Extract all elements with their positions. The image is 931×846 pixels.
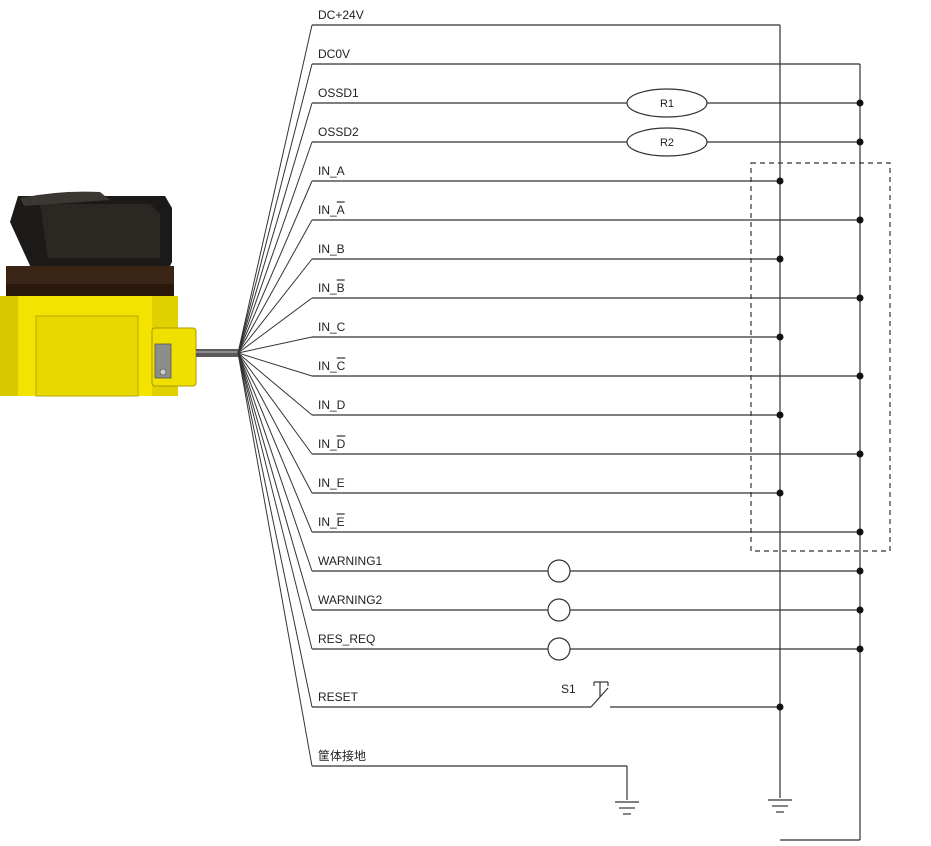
warning1-lamp bbox=[547, 559, 571, 583]
fan-wire-in-c bbox=[237, 336, 313, 354]
junction-dot-warning1 bbox=[856, 567, 864, 575]
resistor-r2: R2 bbox=[626, 127, 708, 157]
fan-wire-ossd2 bbox=[237, 141, 313, 354]
signal-label-warning1: WARNING1 bbox=[318, 554, 383, 568]
signal-labels: DC+24VDC0VOSSD1OSSD2IN_AIN_AIN_IN_BIN_BI… bbox=[318, 8, 383, 763]
fan-wire-dc0v bbox=[237, 63, 313, 354]
signal-label-measure: IN_ bbox=[318, 203, 337, 217]
junction-dot-reset bbox=[776, 703, 784, 711]
resistor-r1: R1 bbox=[626, 88, 708, 118]
fan-wire-in-b-inverted bbox=[237, 297, 313, 354]
r2-label: R2 bbox=[660, 137, 674, 149]
res-req-lamp bbox=[547, 637, 571, 661]
fan-wire-in-a-inverted bbox=[237, 219, 313, 354]
junction-dot-in-d-inverted bbox=[856, 450, 864, 458]
signal-label-in-d: IN_D bbox=[318, 398, 346, 412]
signal-label-in-c-inverted: IN_C bbox=[318, 359, 346, 373]
signal-label-in-e-inverted: IN_E bbox=[318, 515, 345, 529]
s1-label: S1 bbox=[561, 682, 576, 696]
signal-label-in-a-inverted: IN_A bbox=[318, 203, 345, 217]
signal-label-reset: RESET bbox=[318, 690, 359, 704]
junction-dot-in-b bbox=[776, 255, 784, 263]
fan-wire-in-e-inverted bbox=[237, 352, 313, 533]
fan-wire-in-d bbox=[237, 352, 313, 416]
signal-label-dc0v: DC0V bbox=[318, 47, 350, 61]
signal-label-ossd1: OSSD1 bbox=[318, 86, 359, 100]
signal-label-in-d-inverted: IN_D bbox=[318, 437, 346, 451]
signal-label-chassis-ground: 筐体接地 bbox=[318, 748, 366, 763]
r1-label: R1 bbox=[660, 98, 674, 110]
signal-label-in-a: IN_A bbox=[318, 164, 345, 178]
fan-wire-chassis-ground bbox=[237, 352, 313, 767]
junction-dot-ossd2 bbox=[856, 138, 864, 146]
chassis-ground-icon bbox=[615, 801, 639, 815]
signal-label-dc-24v: DC+24V bbox=[318, 8, 364, 22]
warning2-lamp bbox=[547, 598, 571, 622]
signal-label-in-b-inverted: IN_B bbox=[318, 281, 345, 295]
junction-dots bbox=[776, 99, 864, 711]
signal-wires bbox=[312, 24, 860, 708]
reset-switch-s1: S1 bbox=[561, 681, 609, 708]
signal-label-measure: IN_ bbox=[318, 359, 337, 373]
fan-wire-res-req bbox=[237, 352, 313, 650]
cable-fanout bbox=[237, 24, 313, 767]
junction-dot-in-d bbox=[776, 411, 784, 419]
junction-dot-in-c-inverted bbox=[856, 372, 864, 380]
signal-label-warning2: WARNING2 bbox=[318, 593, 383, 607]
input-group-box bbox=[750, 162, 891, 552]
safety-laser-scanner bbox=[0, 191, 238, 397]
fan-wire-in-a bbox=[237, 180, 313, 354]
ground-icon bbox=[768, 799, 792, 813]
junction-dot-in-e-inverted bbox=[856, 528, 864, 536]
fan-wire-dc-24v bbox=[237, 24, 313, 354]
fan-wire-ossd1 bbox=[237, 102, 313, 354]
signal-label-in-e: IN_E bbox=[318, 476, 345, 490]
junction-dot-in-a bbox=[776, 177, 784, 185]
fan-wire-in-c-inverted bbox=[237, 352, 313, 377]
signal-label-ossd2: OSSD2 bbox=[318, 125, 359, 139]
junction-dot-in-e bbox=[776, 489, 784, 497]
fan-wire-warning1 bbox=[237, 352, 313, 572]
signal-label-in-c: IN_C bbox=[318, 320, 346, 334]
signal-label-measure: IN_ bbox=[318, 515, 337, 529]
signal-label-in-b: IN_B bbox=[318, 242, 345, 256]
fan-wire-in-e bbox=[237, 352, 313, 494]
fan-wire-reset bbox=[237, 352, 313, 708]
fan-wire-in-b bbox=[237, 258, 313, 354]
signal-label-measure: IN_ bbox=[318, 437, 337, 451]
chassis-ground bbox=[312, 765, 639, 815]
fan-wire-in-d-inverted bbox=[237, 352, 313, 455]
junction-dot-warning2 bbox=[856, 606, 864, 614]
junction-dot-ossd1 bbox=[856, 99, 864, 107]
fan-wire-warning2 bbox=[237, 352, 313, 611]
junction-dot-res-req bbox=[856, 645, 864, 653]
signal-label-res-req: RES_REQ bbox=[318, 632, 375, 646]
signal-label-measure: IN_ bbox=[318, 281, 337, 295]
junction-dot-in-b-inverted bbox=[856, 294, 864, 302]
junction-dot-in-c bbox=[776, 333, 784, 341]
junction-dot-in-a-inverted bbox=[856, 216, 864, 224]
